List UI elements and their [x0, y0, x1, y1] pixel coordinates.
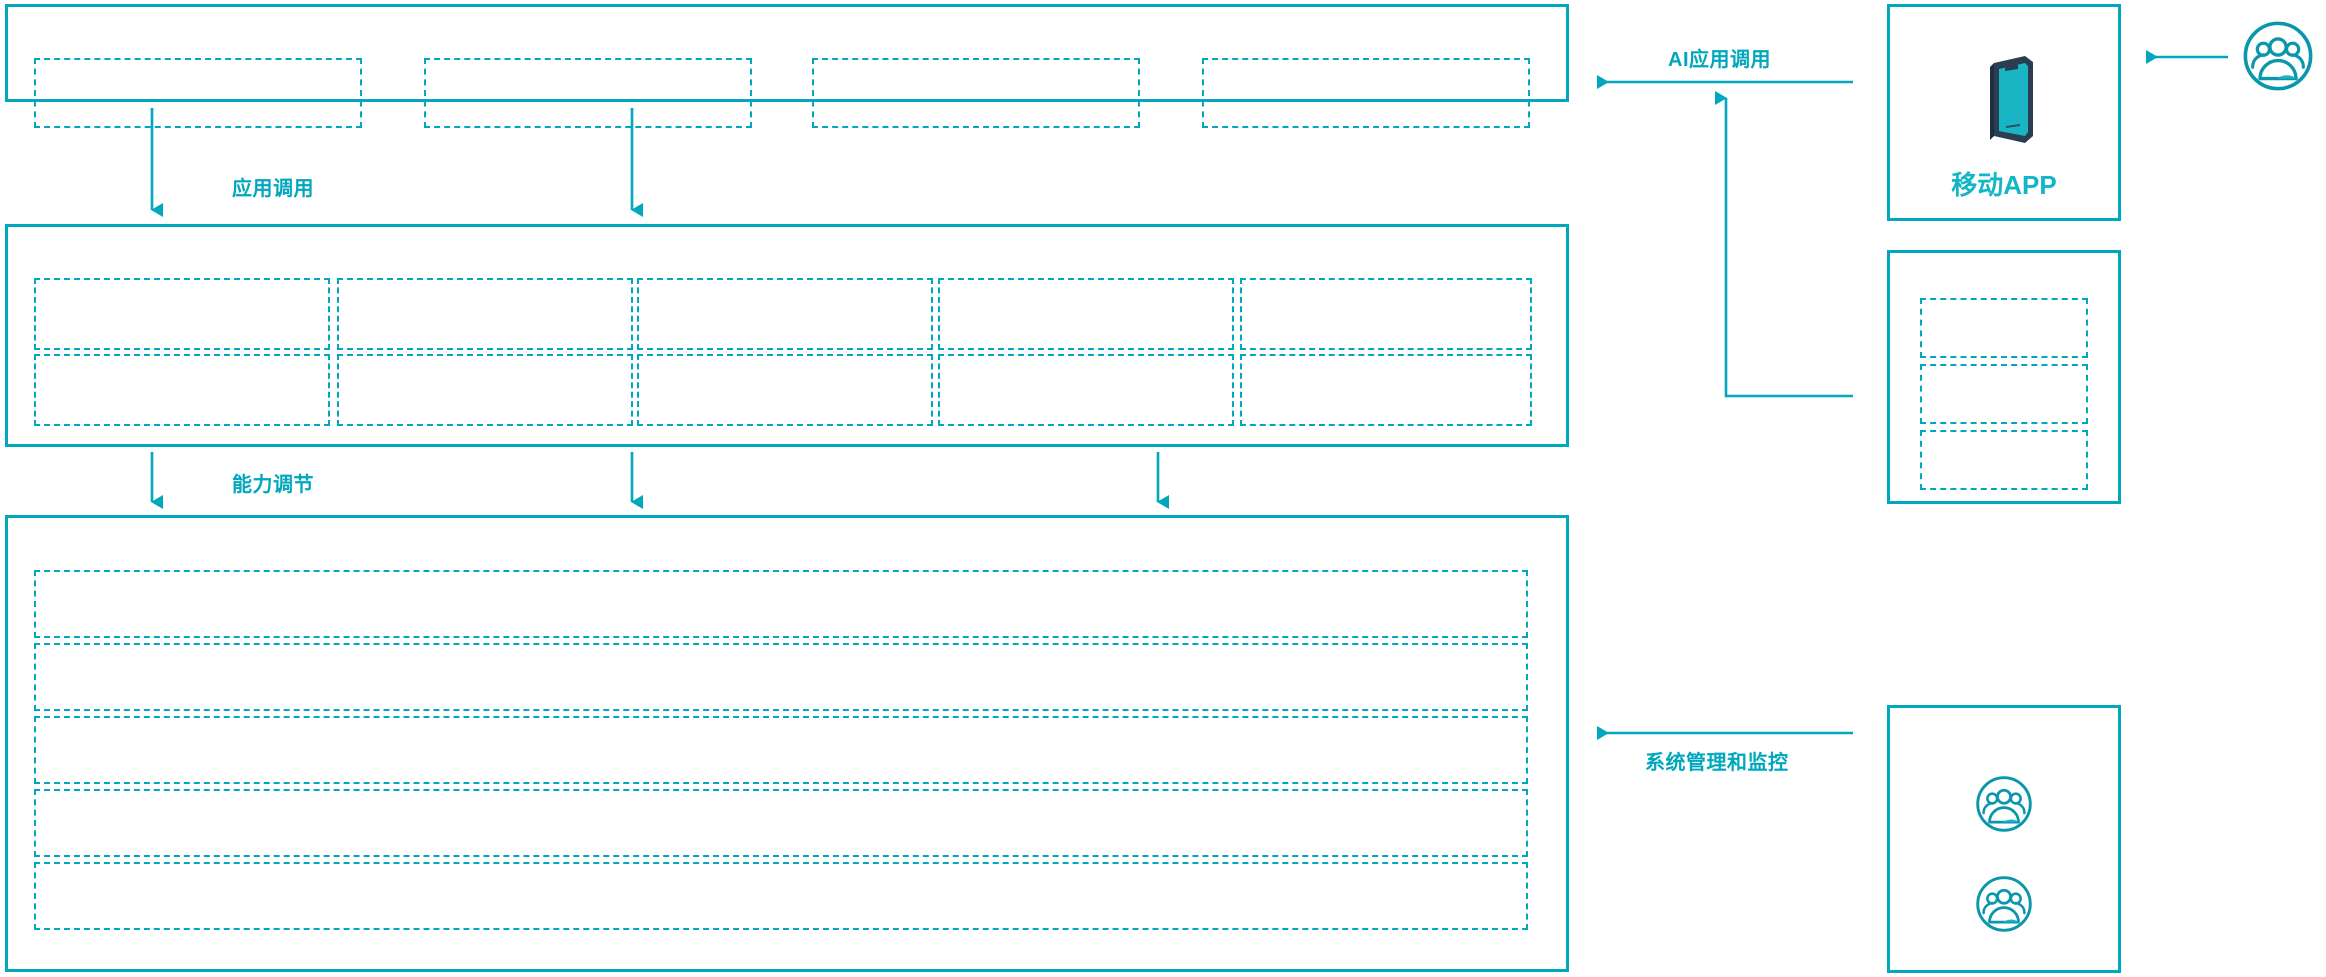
label-application-call: 应用调用 [232, 178, 314, 200]
infra-row-3[interactable] [34, 716, 1528, 784]
mobile-phone-icon [1972, 50, 2044, 150]
panel-capability-layer[interactable] [5, 224, 1569, 447]
app-box-1[interactable] [34, 58, 362, 128]
infra-row-1[interactable] [34, 570, 1528, 638]
panel-infrastructure-layer[interactable] [5, 515, 1569, 972]
user-group-icon-end-user [2242, 20, 2314, 92]
mobile-app-caption: 移动APP [1951, 170, 2057, 200]
label-ai-application-call: AI应用调用 [1668, 49, 1771, 71]
app-box-2[interactable] [424, 58, 752, 128]
label-system-management: 系统管理和监控 [1645, 752, 1789, 774]
infra-row-2[interactable] [34, 643, 1528, 711]
channel-box-2[interactable] [1920, 364, 2088, 424]
capability-box-r2c4[interactable] [938, 354, 1234, 426]
channel-box-3[interactable] [1920, 430, 2088, 490]
channel-box-1[interactable] [1920, 298, 2088, 358]
infra-row-5[interactable] [34, 862, 1528, 930]
panel-application-layer[interactable] [5, 4, 1569, 102]
label-capability-adjust: 能力调节 [232, 474, 314, 496]
user-group-icon-operations-1 [1975, 775, 2033, 833]
connector-channel-to-ai [1715, 91, 1853, 398]
capability-box-r1c3[interactable] [637, 278, 933, 350]
capability-box-r1c1[interactable] [34, 278, 330, 350]
capability-box-r1c4[interactable] [938, 278, 1234, 350]
panel-channels[interactable] [1887, 250, 2121, 504]
capability-box-r2c2[interactable] [337, 354, 633, 426]
capability-box-r1c2[interactable] [337, 278, 633, 350]
app-box-4[interactable] [1202, 58, 1530, 128]
capability-box-r2c1[interactable] [34, 354, 330, 426]
capability-box-r1c5[interactable] [1240, 278, 1532, 350]
capability-box-r2c3[interactable] [637, 354, 933, 426]
user-group-icon-operations-2 [1975, 875, 2033, 933]
capability-box-r2c5[interactable] [1240, 354, 1532, 426]
infra-row-4[interactable] [34, 789, 1528, 857]
app-box-3[interactable] [812, 58, 1140, 128]
panel-operations[interactable] [1887, 705, 2121, 973]
